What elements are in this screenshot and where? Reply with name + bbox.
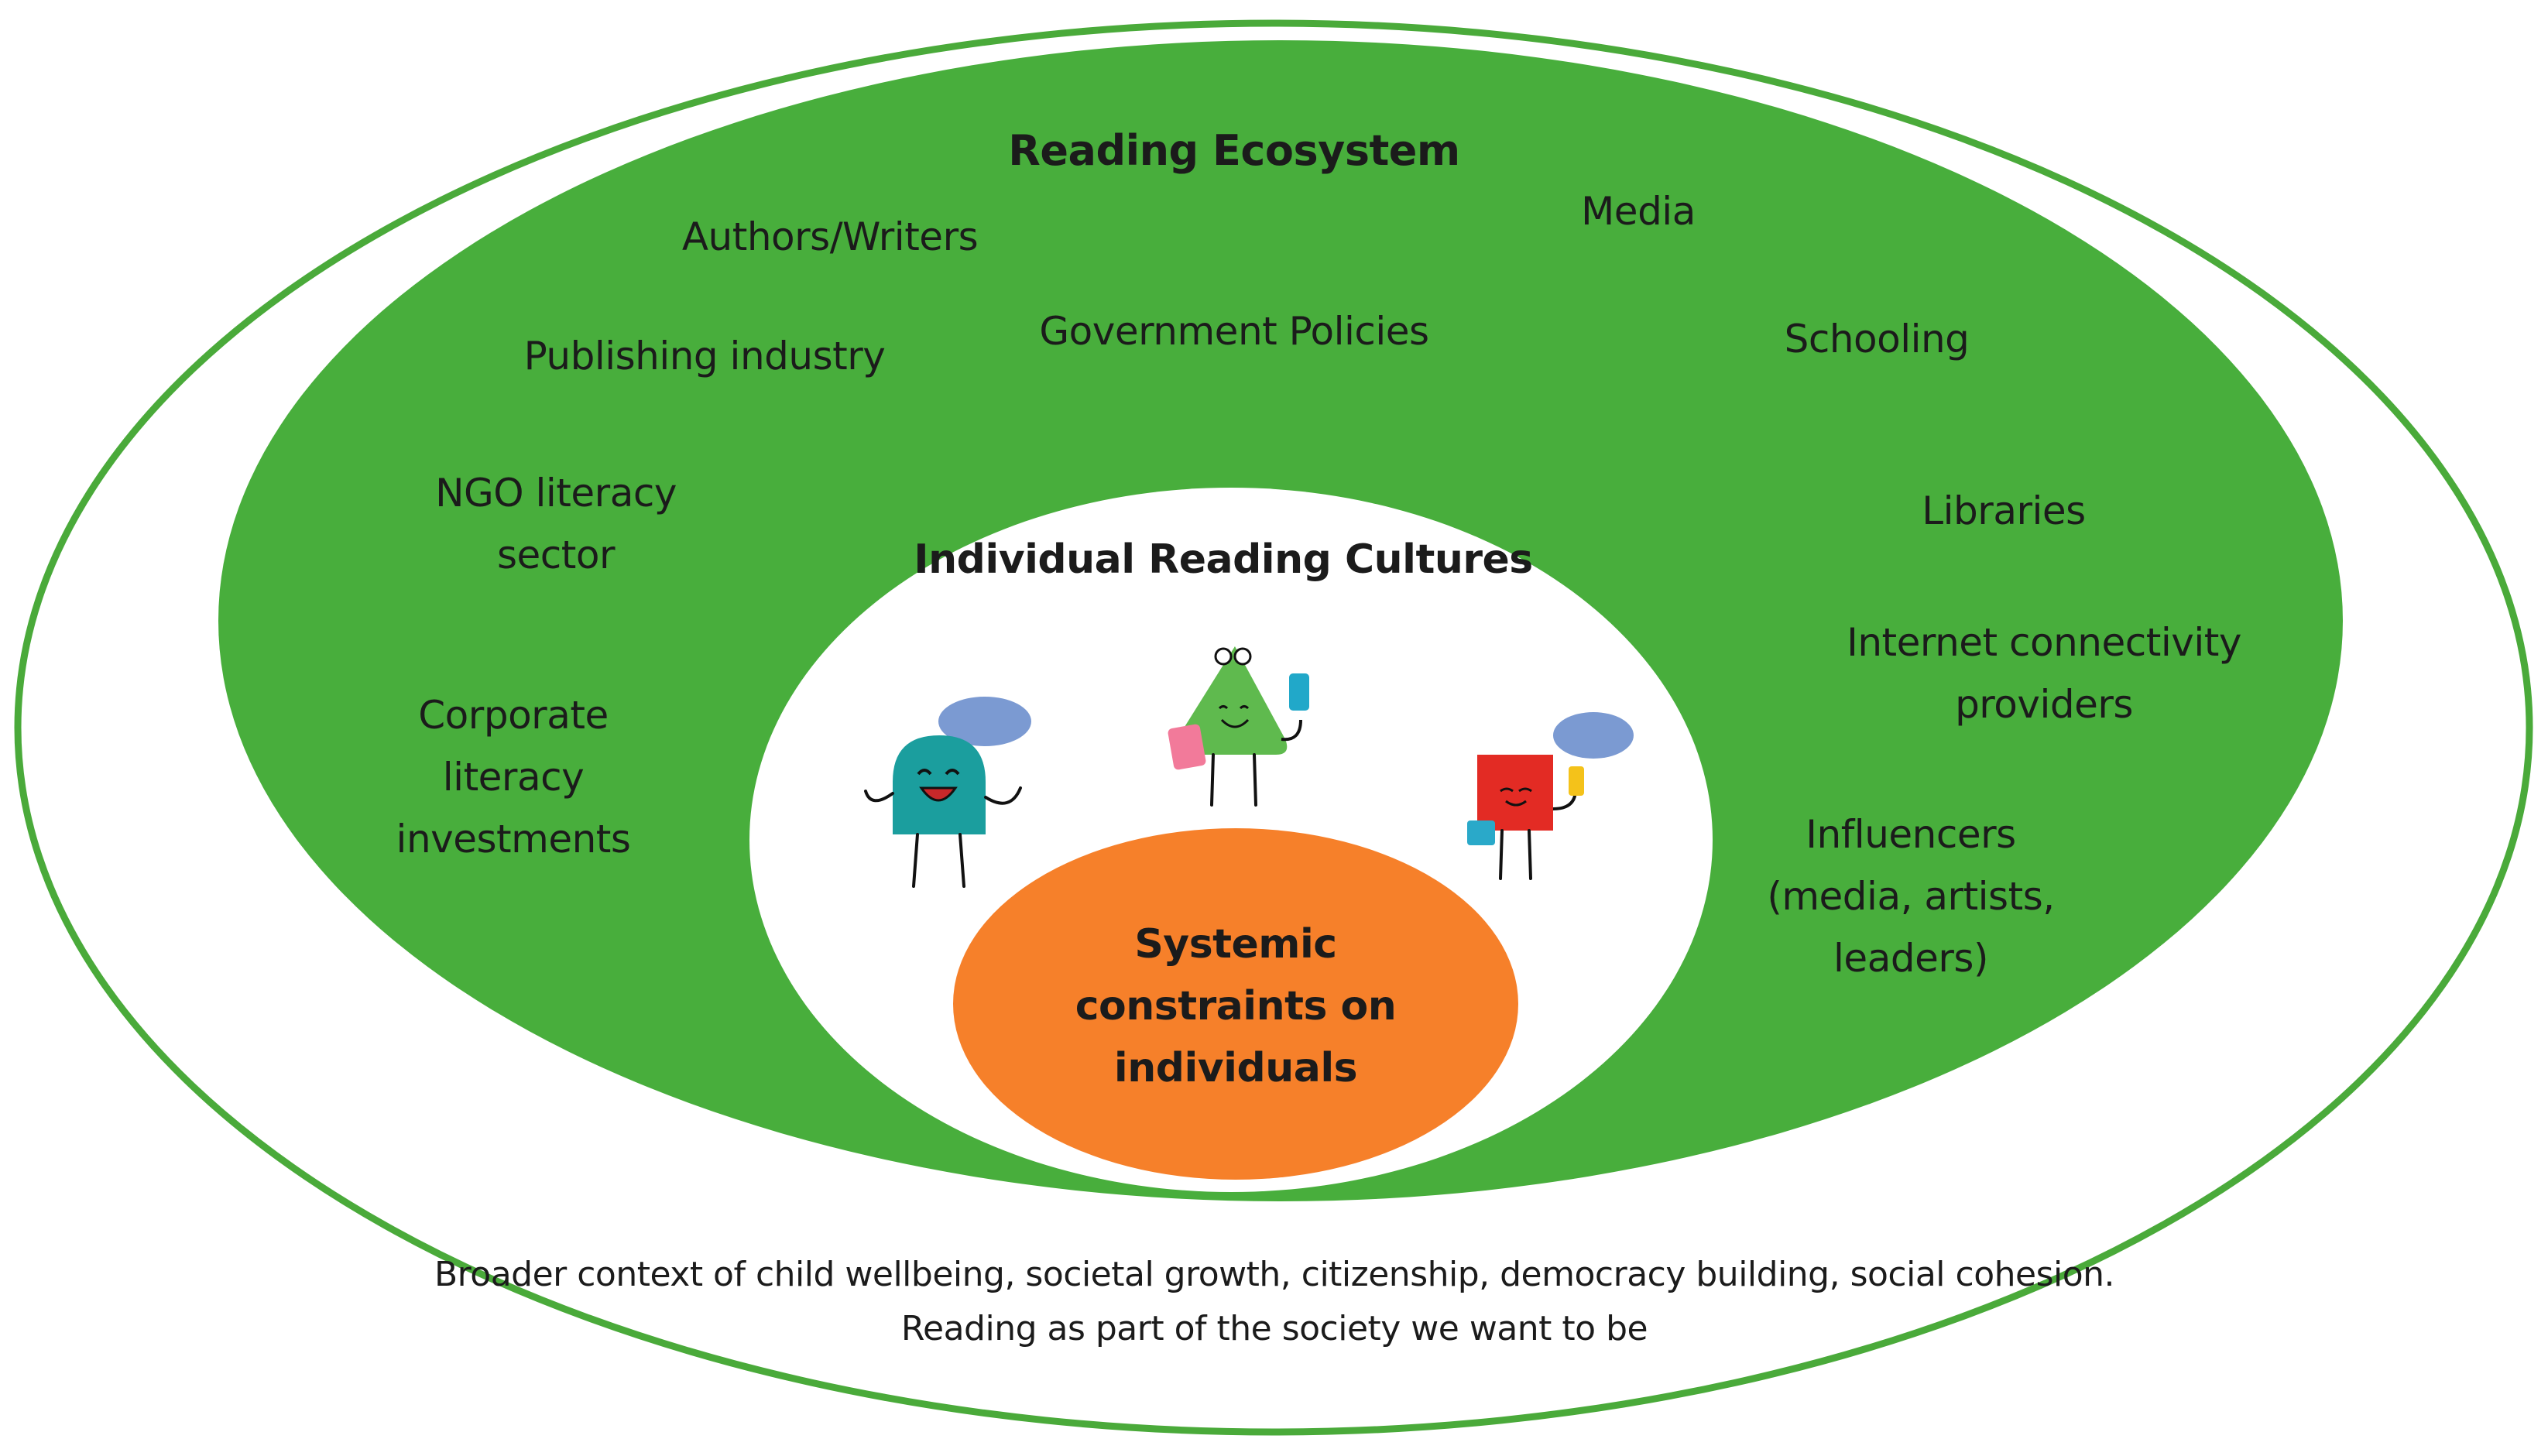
green-triangle-reader-icon [1168,646,1309,807]
constraints-label: Systemic constraints on individuals [1075,913,1397,1099]
constraints-line3: individuals [1113,1045,1358,1091]
actor-corporate: Corporate literacy investments [396,684,631,870]
broader-context-line2: Reading as part of the society we want t… [900,1309,1648,1348]
actor-internet: Internet connectivity providers [1847,612,2241,735]
actor-ngo: NGO literacy sector [435,462,677,586]
actor-influencers-line2: (media, artists, [1767,874,2055,919]
actor-schooling: Schooling [1784,317,1970,361]
actor-corporate-line1: Corporate [418,693,609,738]
actor-authors: Authors/Writers [681,214,979,259]
individual-cultures-title: Individual Reading Cultures [914,536,1533,583]
actor-influencers-line1: Influencers [1806,812,2016,857]
actor-libraries: Libraries [1922,488,2086,533]
broader-context-label: Broader context of child wellbeing, soci… [434,1248,2115,1356]
actor-internet-line2: providers [1955,682,2133,727]
red-square-reader-icon [1467,712,1634,880]
actor-influencers-line3: leaders) [1833,936,1988,981]
broader-context-line1: Broader context of child wellbeing, soci… [434,1255,2115,1294]
actor-ngo-line2: sector [496,533,616,577]
speech-bubble-icon [938,697,1031,746]
constraints-line2: constraints on [1075,983,1397,1029]
actor-media: Media [1581,189,1696,234]
ecosystem-title: Reading Ecosystem [1008,126,1460,175]
constraints-ellipse [953,828,1518,1180]
constraints-line1: Systemic [1134,921,1337,968]
actor-internet-line1: Internet connectivity [1847,620,2241,665]
actor-publishing: Publishing industry [523,334,886,379]
actor-corporate-line2: literacy [442,755,585,800]
actor-influencers: Influencers (media, artists, leaders) [1767,803,2055,989]
teal-dome-reader-icon [864,697,1031,888]
actor-government: Government Policies [1039,309,1429,354]
actor-ngo-line1: NGO literacy [435,471,677,516]
speech-bubble-icon [1553,712,1634,759]
actor-corporate-line3: investments [396,817,631,862]
